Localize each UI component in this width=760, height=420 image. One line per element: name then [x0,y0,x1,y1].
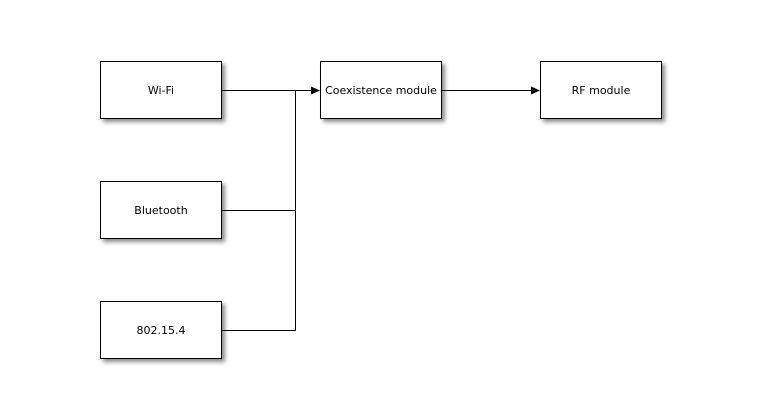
node-coexistence-module-label: Coexistence module [325,83,437,97]
node-wifi-label: Wi-Fi [147,83,175,97]
node-wifi[interactable]: Wi-Fi [100,61,222,119]
node-rf-module-label: RF module [571,83,631,97]
arrowhead-rf-icon [531,86,540,95]
node-coexistence-module[interactable]: Coexistence module [320,61,442,119]
arrowhead-coexistence-icon [311,86,320,95]
node-bluetooth[interactable]: Bluetooth [100,181,222,239]
node-802-15-4-label: 802.15.4 [136,323,186,337]
node-bluetooth-label: Bluetooth [134,203,188,217]
node-802-15-4[interactable]: 802.15.4 [100,301,222,359]
node-rf-module[interactable]: RF module [540,61,662,119]
